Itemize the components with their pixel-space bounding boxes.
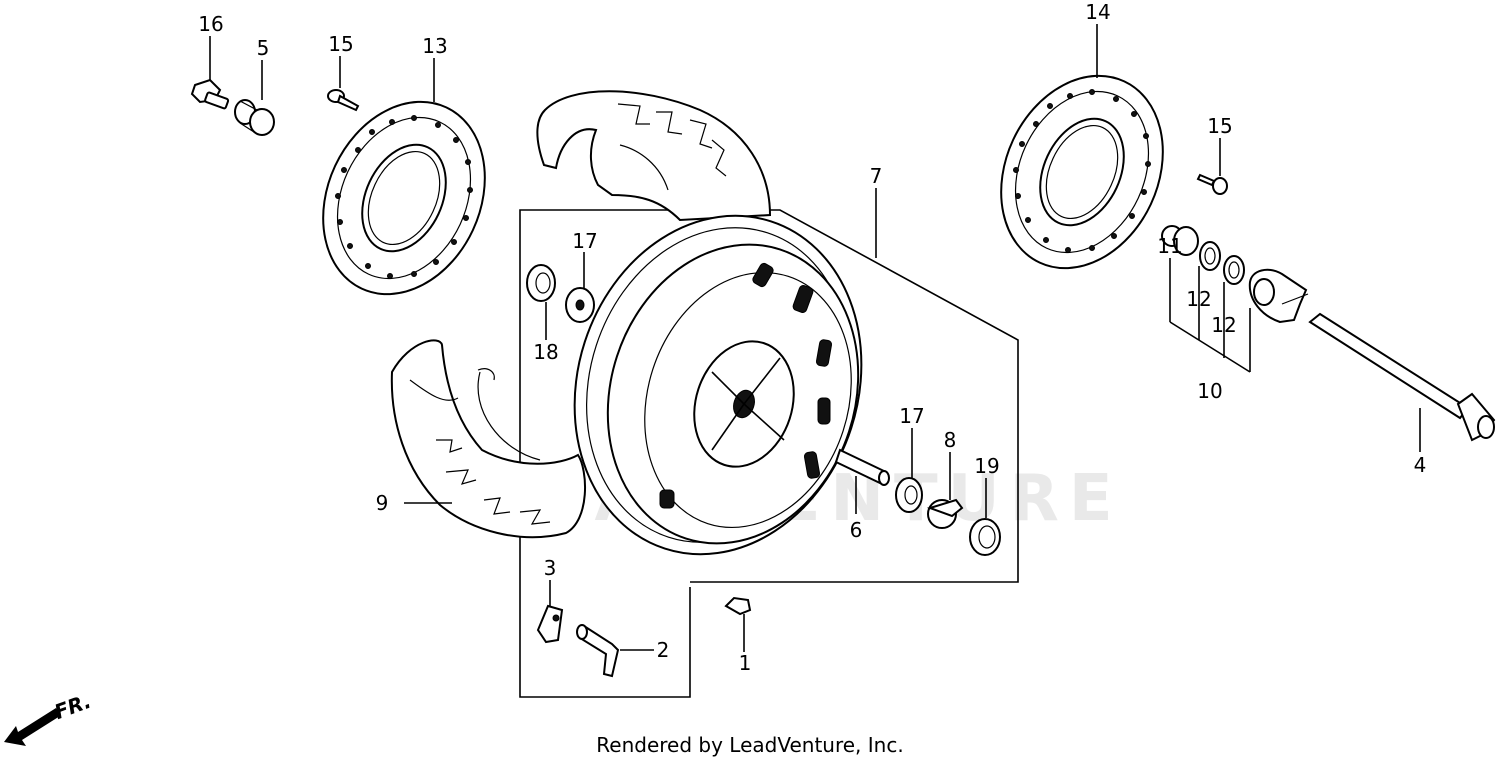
callout-5: 5: [257, 36, 270, 60]
leader-lines: [209, 24, 1421, 652]
callout-8: 8: [944, 428, 957, 452]
part-17-bearing-lower[interactable]: [895, 477, 923, 513]
callout-12-b: 12: [1211, 313, 1236, 337]
callout-15-right: 15: [1207, 114, 1232, 138]
part-15-screw-right[interactable]: [1196, 173, 1228, 195]
part-8-retainer[interactable]: [926, 498, 964, 529]
part-13-brake-disc-left[interactable]: [293, 75, 515, 320]
assembly-bracket: [519, 209, 1019, 698]
part-3-valve-nut[interactable]: [536, 604, 564, 644]
part-15-screw-left[interactable]: [327, 89, 360, 112]
callout-16: 16: [198, 12, 223, 36]
callout-6: 6: [850, 518, 863, 542]
tire-upper-section[interactable]: [536, 90, 772, 222]
callout-2: 2: [657, 638, 670, 662]
callout-1: 1: [739, 651, 752, 675]
part-2-air-valve[interactable]: [576, 624, 620, 678]
part-7-wheel-rim[interactable]: [532, 178, 905, 592]
part-5-collar[interactable]: [234, 99, 275, 136]
part-12-washer-a[interactable]: [1199, 241, 1221, 271]
credit-footer: Rendered by LeadVenture, Inc.: [596, 733, 904, 757]
part-19-oil-seal[interactable]: [969, 518, 1001, 556]
callout-15-left: 15: [328, 32, 353, 56]
callout-3: 3: [544, 556, 557, 580]
direction-label: FR.: [51, 689, 94, 724]
part-14-brake-disc-right[interactable]: [971, 49, 1193, 294]
part-18-bearing[interactable]: [526, 264, 556, 302]
callout-4: 4: [1414, 453, 1427, 477]
part-9-tire-lower[interactable]: [390, 339, 587, 539]
part-4-axle[interactable]: [1308, 312, 1496, 442]
part-16-bolt[interactable]: [190, 78, 230, 110]
callout-19: 19: [974, 454, 999, 478]
callout-13: 13: [422, 34, 447, 58]
part-12-washer-b[interactable]: [1223, 255, 1245, 285]
callout-18: 18: [533, 340, 558, 364]
callout-17-upper: 17: [572, 229, 597, 253]
part-6-distance-collar[interactable]: [834, 448, 890, 486]
callout-17-lower: 17: [899, 404, 924, 428]
callout-9: 9: [376, 491, 389, 515]
part-11-gear[interactable]: [1161, 225, 1199, 256]
part-1-balance-weight[interactable]: [724, 596, 752, 616]
front-direction-arrow-icon: [4, 708, 60, 746]
callout-11: 11: [1157, 234, 1182, 258]
callout-10: 10: [1197, 379, 1222, 403]
callout-14: 14: [1085, 0, 1110, 24]
callout-numbers: 16 5 15 13 14 15 7 17 18 11 12 12 10 4 9…: [198, 0, 1426, 675]
part-17-dust-seal-upper[interactable]: [565, 287, 595, 323]
part-10-gearbox-assembly[interactable]: [1248, 268, 1309, 324]
callout-12-a: 12: [1186, 287, 1211, 311]
callout-7: 7: [870, 164, 883, 188]
